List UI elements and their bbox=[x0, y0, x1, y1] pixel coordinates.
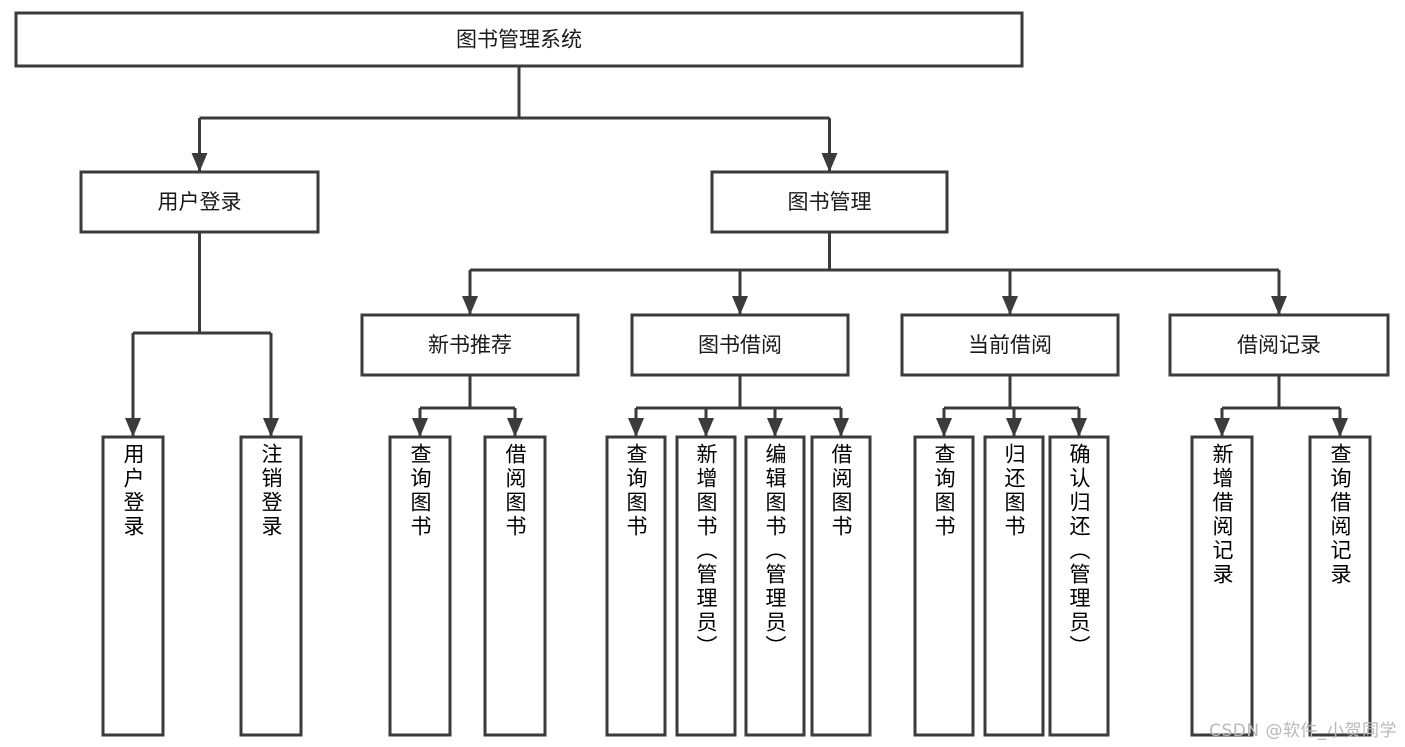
node-box[interactable] bbox=[1168, 313, 1390, 377]
l1-1-arrow-0 bbox=[462, 296, 478, 315]
leaf-label-wrapper: 借阅图书 bbox=[503, 443, 527, 539]
leaf-node-label: 查询借阅记录 bbox=[1328, 443, 1352, 587]
node-box[interactable] bbox=[14, 11, 1024, 68]
leaf-node-label: 确认归还（管理员） bbox=[1067, 443, 1091, 659]
leaf-node-box[interactable] bbox=[1190, 435, 1254, 737]
node-label: 用户登录 bbox=[158, 190, 242, 214]
leaf-label-wrapper: 确认归还（管理员） bbox=[1067, 443, 1091, 659]
leaf-label-wrapper: 新增借阅记录 bbox=[1210, 443, 1234, 587]
leaf-label-wrapper: 归还图书 bbox=[1002, 443, 1026, 539]
root-arrow-1 bbox=[821, 153, 838, 172]
l1-1-arrow-1 bbox=[732, 296, 748, 315]
connector-layer bbox=[125, 66, 1348, 437]
leaf-node-box[interactable] bbox=[1048, 435, 1110, 737]
l2-1-0-arrow-0 bbox=[412, 418, 428, 437]
leaf-label-wrapper: 查询借阅记录 bbox=[1328, 443, 1352, 587]
l2-1-1-arrow-1 bbox=[698, 418, 714, 437]
leaf-label-wrapper: 查询图书 bbox=[932, 443, 956, 539]
l2-1-3-arrow-0 bbox=[1214, 418, 1230, 437]
node-box[interactable] bbox=[79, 170, 320, 234]
leaf-node-label: 借阅图书 bbox=[503, 443, 527, 539]
node-label: 图书管理 bbox=[788, 190, 872, 214]
l1-0-arrow-1 bbox=[263, 418, 279, 437]
leaf-node-box[interactable] bbox=[239, 435, 303, 737]
l2-1-1-arrow-3 bbox=[833, 418, 849, 437]
l2-1-1-arrow-0 bbox=[628, 418, 644, 437]
leaf-node-label: 借阅图书 bbox=[829, 443, 853, 539]
leaf-node-box[interactable] bbox=[744, 435, 806, 737]
l2-1-3-arrow-1 bbox=[1332, 418, 1348, 437]
node-box[interactable] bbox=[900, 313, 1120, 377]
leaf-node-box[interactable] bbox=[483, 435, 547, 737]
leaf-node-box[interactable] bbox=[675, 435, 737, 737]
leaf-node-box[interactable] bbox=[101, 435, 165, 737]
leaf-node-label: 查询图书 bbox=[408, 443, 432, 539]
node-label: 新书推荐 bbox=[428, 333, 512, 357]
leaf-node-label: 查询图书 bbox=[932, 443, 956, 539]
leaf-label-wrapper: 查询图书 bbox=[624, 443, 648, 539]
leaf-node-box[interactable] bbox=[388, 435, 452, 737]
leaf-node-label: 用户登录 bbox=[121, 443, 145, 539]
leaf-label-wrapper: 借阅图书 bbox=[829, 443, 853, 539]
leaf-node-box[interactable] bbox=[605, 435, 667, 737]
leaf-label-wrapper: 编辑图书（管理员） bbox=[763, 443, 787, 659]
l2-1-2-arrow-2 bbox=[1071, 418, 1087, 437]
leaf-node-label: 归还图书 bbox=[1002, 443, 1026, 539]
leaf-node-label: 新增借阅记录 bbox=[1210, 443, 1234, 587]
node-box[interactable] bbox=[630, 313, 850, 377]
root-arrow-0 bbox=[191, 153, 208, 172]
leaf-label-wrapper: 用户登录 bbox=[121, 443, 145, 539]
leaf-node-label: 查询图书 bbox=[624, 443, 648, 539]
node-label: 借阅记录 bbox=[1237, 333, 1321, 357]
l2-1-1-arrow-2 bbox=[767, 418, 783, 437]
node-layer: 图书管理系统用户登录用户登录注销登录图书管理新书推荐查询图书借阅图书图书借阅查询… bbox=[14, 11, 1390, 737]
leaf-node-box[interactable] bbox=[913, 435, 975, 737]
l2-1-2-arrow-1 bbox=[1006, 418, 1022, 437]
leaf-node-label: 新增图书（管理员） bbox=[694, 443, 718, 659]
node-label: 图书管理系统 bbox=[456, 28, 582, 52]
node-label: 当前借阅 bbox=[968, 333, 1052, 357]
node-label: 图书借阅 bbox=[698, 333, 782, 357]
leaf-node-box[interactable] bbox=[810, 435, 872, 737]
l1-1-arrow-3 bbox=[1271, 296, 1287, 315]
leaf-node-box[interactable] bbox=[1308, 435, 1372, 737]
node-box[interactable] bbox=[360, 313, 580, 377]
leaf-label-wrapper: 查询图书 bbox=[408, 443, 432, 539]
l1-0-arrow-0 bbox=[125, 418, 141, 437]
leaf-label-wrapper: 注销登录 bbox=[259, 443, 283, 539]
leaf-node-label: 注销登录 bbox=[259, 443, 283, 539]
l2-1-0-arrow-1 bbox=[507, 418, 523, 437]
l2-1-2-arrow-0 bbox=[936, 418, 952, 437]
leaf-node-label: 编辑图书（管理员） bbox=[763, 443, 787, 659]
leaf-node-box[interactable] bbox=[983, 435, 1045, 737]
l1-1-arrow-2 bbox=[1002, 296, 1018, 315]
leaf-label-wrapper: 新增图书（管理员） bbox=[694, 443, 718, 659]
node-box[interactable] bbox=[710, 170, 949, 234]
